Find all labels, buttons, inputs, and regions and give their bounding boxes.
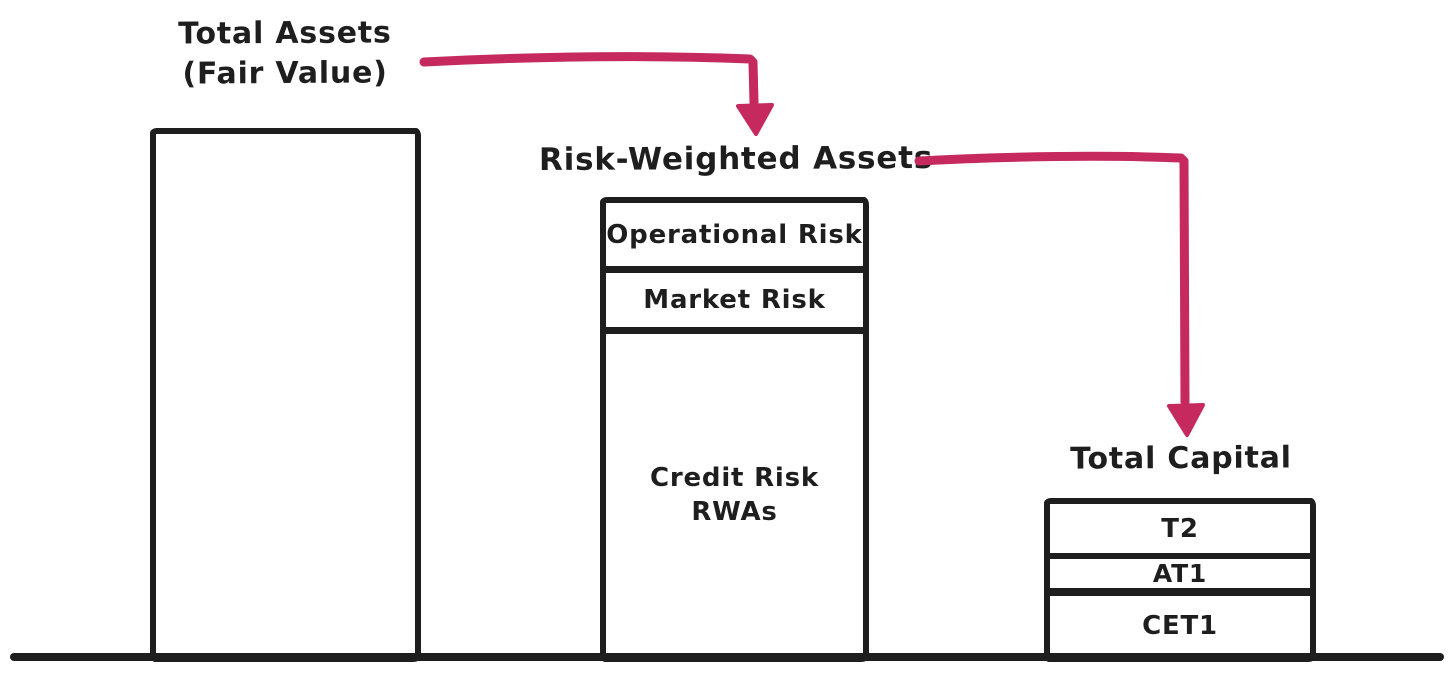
segment-operational-risk-label: Operational Risk	[606, 219, 863, 250]
baseline	[10, 653, 1444, 661]
segment-cet1-label: CET1	[1142, 611, 1218, 641]
segment-credit-risk-label-line1: Credit Risk	[649, 463, 820, 493]
label-total-assets-line2: (Fair Value)	[182, 55, 388, 92]
label-risk-weighted-assets: Risk-Weighted Assets	[538, 139, 934, 179]
segment-credit-risk-label-line2: RWAs	[691, 497, 778, 527]
segment-t2-label: T2	[1161, 513, 1199, 544]
arrow-rwa-to-total-capital	[914, 151, 1205, 437]
bar-total-assets	[150, 128, 421, 662]
segment-market-risk-label: Market Risk	[643, 285, 826, 315]
label-total-assets-line1: Total Assets	[178, 15, 392, 52]
segment-market-risk: Market Risk	[606, 273, 863, 334]
bar-total-capital: T2 AT1 CET1	[1044, 498, 1316, 662]
segment-at1: AT1	[1050, 559, 1310, 596]
segment-credit-risk-rwas: Credit Risk RWAs	[606, 334, 863, 656]
segment-at1-label: AT1	[1152, 559, 1208, 588]
segment-t2: T2	[1050, 504, 1310, 559]
segment-operational-risk: Operational Risk	[606, 203, 863, 273]
segment-cet1: CET1	[1050, 596, 1310, 656]
arrow-total-assets-to-rwa	[419, 52, 774, 136]
label-total-capital: Total Capital	[1070, 440, 1292, 477]
label-total-assets: Total Assets (Fair Value)	[150, 13, 420, 94]
bar-risk-weighted-assets: Operational Risk Market Risk Credit Risk…	[600, 197, 869, 662]
